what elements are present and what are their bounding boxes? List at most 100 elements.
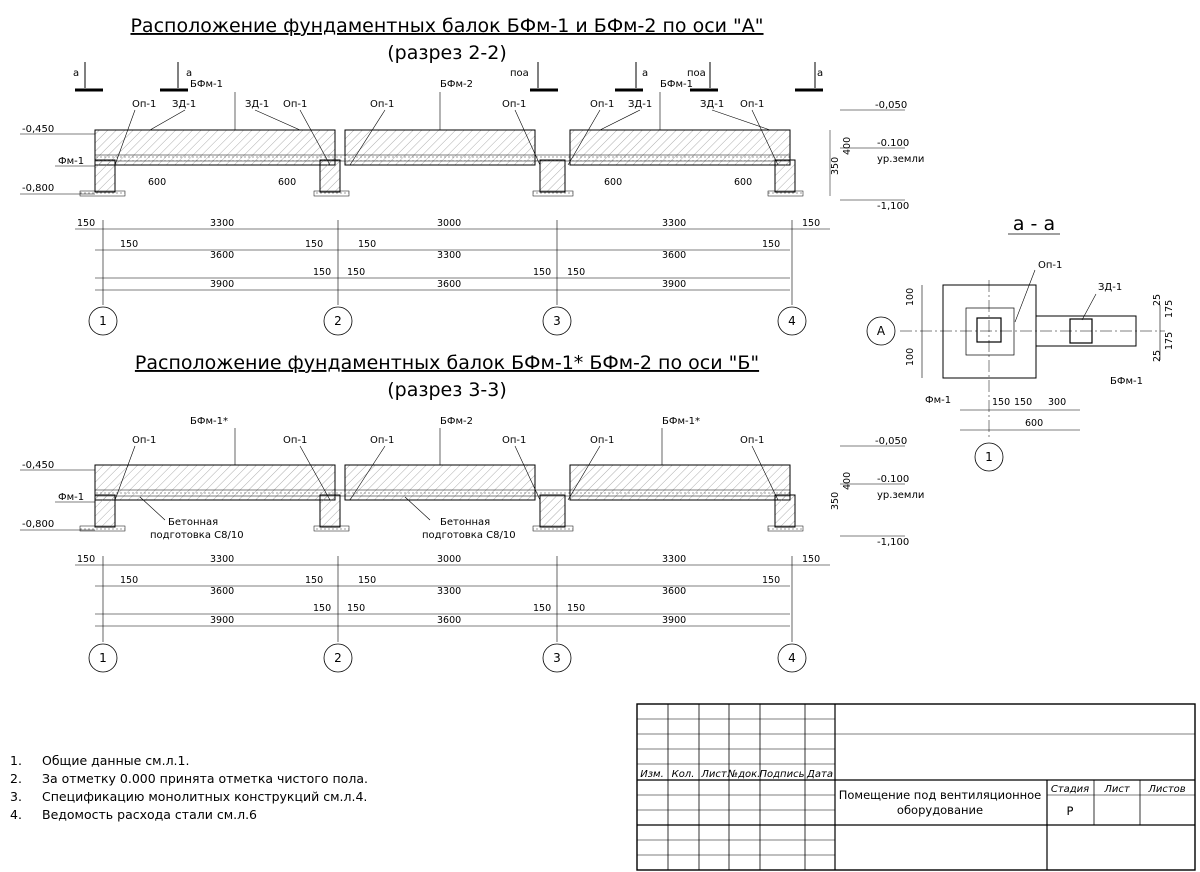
dim-label: 150 [77, 218, 95, 229]
section-mark: а [186, 68, 192, 79]
op-label: Оп-1 [1038, 260, 1062, 271]
level-lines [20, 109, 905, 201]
dim-label: 600 [1025, 418, 1043, 429]
dim-label: 3900 [210, 279, 234, 290]
beam-label: БФм-1* [190, 416, 228, 427]
dim-label: 3600 [662, 250, 686, 261]
beam-section [79, 129, 831, 197]
dim-label: 150 [77, 554, 95, 565]
general-notes: 1. Общие данные см.л.1. 2. За отметку 0.… [10, 753, 368, 822]
dim-label: 150 [120, 239, 138, 250]
beam-label: БФм-1 [660, 79, 693, 90]
plan-1-title: Расположение фундаментных балок БФм-1 и … [130, 15, 763, 37]
ground-label: ур.земли [877, 154, 924, 165]
dim-label: 300 [1048, 397, 1066, 408]
dim-label: 3000 [437, 554, 461, 565]
axis-label: 4 [788, 314, 796, 328]
axis-label: 2 [334, 651, 342, 665]
op-label: Оп-1 [370, 435, 394, 446]
note-text: Ведомость расхода стали см.л.6 [42, 807, 257, 822]
dim-label: 150 [305, 575, 323, 586]
level-mark: -0.100 [877, 474, 909, 485]
op-label: Оп-1 [370, 99, 394, 110]
dim-label: 600 [734, 177, 752, 188]
plan-2-title: Расположение фундаментных балок БФм-1* Б… [135, 352, 759, 374]
axis-label: 1 [99, 314, 107, 328]
tb-header: Подпись [760, 769, 805, 780]
section-mark: поа [510, 68, 529, 79]
note-number: 1. [10, 753, 22, 768]
note-text: Спецификацию монолитных конструкций см.л… [42, 789, 367, 804]
zd-label: ЗД-1 [172, 99, 196, 110]
op-label: Оп-1 [283, 435, 307, 446]
vertical-dim: 350 [830, 157, 841, 175]
foundation-label: Фм-1 [925, 395, 951, 406]
dim-label: 600 [278, 177, 296, 188]
vertical-dim: 400 [842, 472, 853, 490]
dim-label: 150 [347, 267, 365, 278]
op-label: Оп-1 [590, 435, 614, 446]
level-mark: -0,450 [22, 460, 54, 471]
dim-label: 150 [567, 603, 585, 614]
op-label: Оп-1 [740, 435, 764, 446]
dim-label: 150 [762, 239, 780, 250]
dim-label: 3300 [662, 218, 686, 229]
tb-header: Листов [1147, 784, 1185, 795]
level-mark: -0,450 [22, 124, 54, 135]
dim-label: 25 [1152, 350, 1163, 362]
dim-label: 600 [604, 177, 622, 188]
title-block-grid [636, 703, 1196, 871]
beam-section [79, 464, 804, 532]
beam-label: БФм-1* [662, 416, 700, 427]
dim-label: 150 [762, 575, 780, 586]
vertical-dim: 350 [830, 492, 841, 510]
axis-markers [88, 306, 807, 336]
tb-header: №док. [727, 769, 761, 780]
dim-label: 3000 [437, 218, 461, 229]
level-lines [20, 445, 905, 537]
op-label: Оп-1 [283, 99, 307, 110]
ground-label: ур.земли [877, 490, 924, 501]
plan-2: Расположение фундаментных балок БФм-1* Б… [20, 352, 924, 673]
dim-label: 150 [358, 239, 376, 250]
dim-label: 25 [1152, 294, 1163, 306]
zd-label: ЗД-1 [700, 99, 724, 110]
dim-label: 3600 [437, 615, 461, 626]
project-description: оборудование [897, 803, 983, 817]
op-label: Оп-1 [590, 99, 614, 110]
section-aa-drawing [866, 269, 1165, 472]
tb-header: Лист [700, 769, 728, 780]
dim-label: 150 [313, 267, 331, 278]
section-mark: а [73, 68, 79, 79]
level-mark: -0,800 [22, 519, 54, 530]
dim-label: 3900 [210, 615, 234, 626]
note-text: За отметку 0.000 принята отметка чистого… [42, 771, 368, 786]
zd-label: ЗД-1 [1098, 282, 1122, 293]
callout-text: подготовка С8/10 [422, 530, 516, 541]
title-block: Изм. Кол. Лист №док. Подпись Дата Помеще… [636, 703, 1196, 871]
dim-label: 3300 [662, 554, 686, 565]
axis-markers [88, 643, 807, 673]
foundation-label: Фм-1 [58, 156, 84, 167]
dim-label: 150 [347, 603, 365, 614]
section-aa-title: а - а [1013, 213, 1055, 235]
dim-label: 100 [905, 288, 916, 306]
level-mark: -1,100 [877, 201, 909, 212]
project-description: Помещение под вентиляционное [839, 788, 1042, 802]
dim-label: 3600 [210, 250, 234, 261]
plan-1-subtitle: (разрез 2-2) [387, 42, 507, 64]
tb-header: Кол. [672, 769, 695, 780]
dim-label: 150 [358, 575, 376, 586]
dim-label: 3300 [210, 218, 234, 229]
op-label: Оп-1 [132, 99, 156, 110]
level-mark: -0,050 [875, 100, 907, 111]
plan-2-subtitle: (разрез 3-3) [387, 379, 507, 401]
axis-label: 2 [334, 314, 342, 328]
axis-label: А [877, 324, 886, 338]
op-label: Оп-1 [502, 435, 526, 446]
dim-label: 3300 [210, 554, 234, 565]
level-mark: -0.100 [877, 138, 909, 149]
dim-label: 3900 [662, 615, 686, 626]
level-mark: -1,100 [877, 537, 909, 548]
dim-label: 175 [1164, 300, 1175, 318]
